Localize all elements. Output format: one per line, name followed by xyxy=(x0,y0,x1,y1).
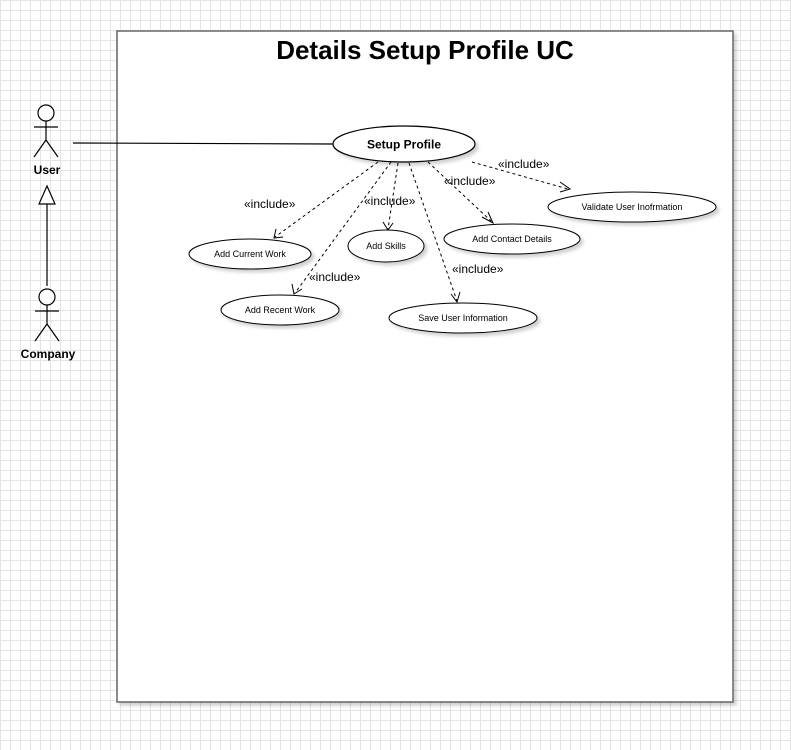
use-case-add-skills[interactable]: Add Skills xyxy=(347,229,425,263)
include-label-recent-work: «include» xyxy=(309,270,361,284)
include-arrow-save[interactable] xyxy=(408,162,458,302)
actor-company[interactable] xyxy=(34,288,60,342)
include-arrow-validate[interactable] xyxy=(471,161,569,190)
include-label-contact: «include» xyxy=(444,174,496,188)
use-case-add-contact-details[interactable]: Add Contact Details xyxy=(443,223,581,255)
actor-user[interactable] xyxy=(33,104,59,158)
include-label-save: «include» xyxy=(452,262,504,276)
use-case-setup-profile[interactable]: Setup Profile xyxy=(332,125,476,163)
use-case-validate-user-information-label: Validate User Inofrmation xyxy=(582,202,683,212)
use-case-add-current-work[interactable]: Add Current Work xyxy=(188,238,312,270)
use-case-validate-user-information[interactable]: Validate User Inofrmation xyxy=(547,191,717,223)
use-case-save-user-information-label: Save User Information xyxy=(418,313,508,323)
generalization-arrow[interactable] xyxy=(38,184,56,286)
include-arrowheads xyxy=(273,181,572,304)
include-arrow-contact[interactable] xyxy=(427,161,492,222)
actor-company-label: Company xyxy=(21,347,76,361)
actor-user-label: User xyxy=(34,163,61,177)
include-label-validate: «include» xyxy=(498,157,550,171)
include-label-current-work: «include» xyxy=(244,197,296,211)
use-case-setup-profile-label: Setup Profile xyxy=(367,138,441,152)
use-case-add-skills-label: Add Skills xyxy=(366,241,406,251)
include-label-skills: «include» xyxy=(364,194,416,208)
include-arrow-skills[interactable] xyxy=(387,162,399,230)
use-case-add-current-work-label: Add Current Work xyxy=(214,249,286,259)
use-case-add-recent-work[interactable]: Add Recent Work xyxy=(220,294,340,326)
association-line[interactable] xyxy=(72,142,334,145)
use-case-add-contact-details-label: Add Contact Details xyxy=(472,234,552,244)
use-case-add-recent-work-label: Add Recent Work xyxy=(245,305,316,315)
use-case-save-user-information[interactable]: Save User Information xyxy=(388,302,538,334)
diagram-title: Details Setup Profile UC xyxy=(276,35,574,65)
